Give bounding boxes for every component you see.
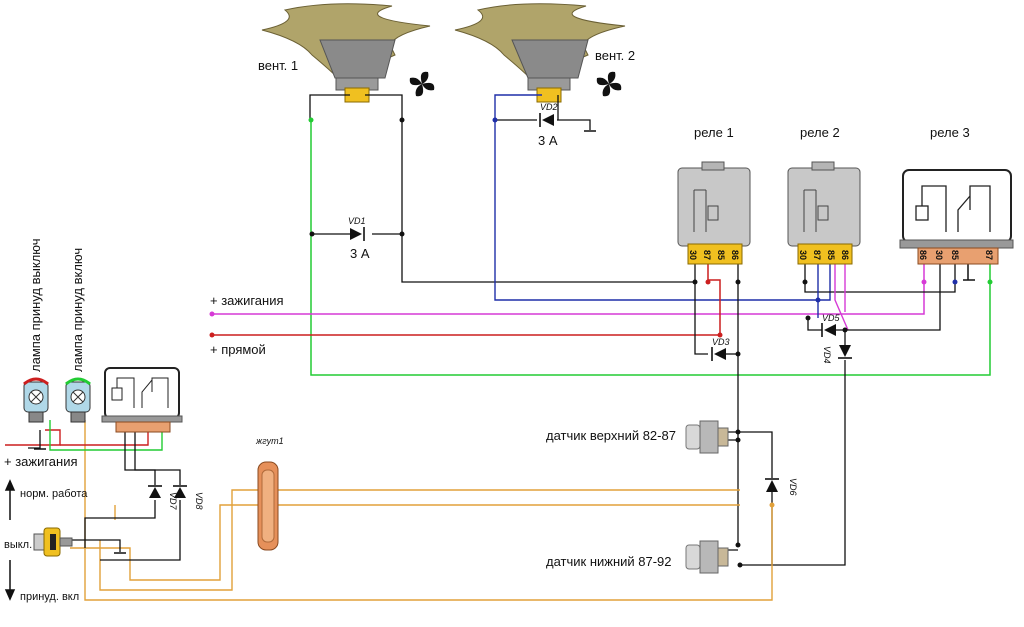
relay-1: реле 1 30 87 85 86 [677,125,751,265]
relay-2-label: реле 2 [800,125,840,140]
vd1-rating: 3 А [350,246,370,261]
relay-2-pin-86: 86 [840,250,850,260]
lamp-off [23,377,49,423]
relay-3-pin-30: 30 [934,250,944,260]
vd3-name: VD3 [712,337,730,347]
diode-vd1: VD1 3 А [348,216,370,261]
switch-forced-label: принуд. вкл [20,591,79,603]
fan-2-icon [596,71,622,97]
diode-vd3: VD3 [711,337,730,361]
diode-vd6: VD6 [765,478,798,496]
fan-2-label: вент. 2 [595,48,635,63]
harness-connector: жгут1 [255,436,284,551]
vd5-name: VD5 [822,313,841,323]
lamp-on-label: лампа принуд включ [70,248,85,372]
switch-normal-label: норм. работа [20,488,88,500]
lamp-off-label: лампа принуд выключ [28,238,43,372]
switch-off-label: выкл. [4,539,32,551]
relay-2: реле 2 30 87 85 86 [787,125,861,265]
diode-vd7: VD7 [148,485,178,511]
vd2-name: VD2 [540,102,558,112]
relay-3-pin-85: 85 [950,250,960,260]
relay-left [101,367,183,433]
sensor-upper: датчик верхний 82-87 [546,420,729,454]
relay-1-pin-86: 86 [730,250,740,260]
fan-1: вент. 1 [258,3,435,103]
relay-3-pin-86: 86 [918,250,928,260]
ignition-left-label: + зажигания [4,454,78,469]
ignition-label: + зажигания [210,293,284,308]
relay-1-pin-30: 30 [688,250,698,260]
switch-arrows [4,479,16,601]
direct-label: + прямой [210,342,266,357]
junction-dots [308,117,993,568]
relay-2-pin-85: 85 [826,250,836,260]
mode-switch [33,527,73,557]
diode-vd4: VD4 [822,345,852,364]
relay-2-pin-30: 30 [798,250,808,260]
relay-2-pin-87: 87 [812,250,822,260]
fan-1-icon [409,71,435,97]
relay-3-pin-87: 87 [984,250,994,260]
vd1-name: VD1 [348,216,366,226]
diode-vd2: VD2 3 А [538,102,558,148]
vd7-name: VD7 [168,492,178,511]
ground-icon [34,130,975,554]
sensor-lower-label: датчик нижний 87-92 [546,554,672,569]
harness-label: жгут1 [255,436,284,446]
vd8-name: VD8 [194,492,204,510]
relay-3: реле 3 86 30 85 87 [899,125,1014,265]
diode-vd8: VD8 [173,485,204,510]
vd2-rating: 3 А [538,133,558,148]
relay-1-pin-85: 85 [716,250,726,260]
fan-1-label: вент. 1 [258,58,298,73]
sensor-upper-label: датчик верхний 82-87 [546,428,676,443]
relay-1-label: реле 1 [694,125,734,140]
lamp-on [65,377,91,423]
vd6-name: VD6 [788,478,798,496]
relay-3-label: реле 3 [930,125,970,140]
fan-2: вент. 2 [454,3,635,103]
diode-vd5: VD5 [821,313,841,337]
sensor-lower: датчик нижний 87-92 [546,540,729,574]
relay-1-pin-87: 87 [702,250,712,260]
vd4-name: VD4 [822,346,832,364]
